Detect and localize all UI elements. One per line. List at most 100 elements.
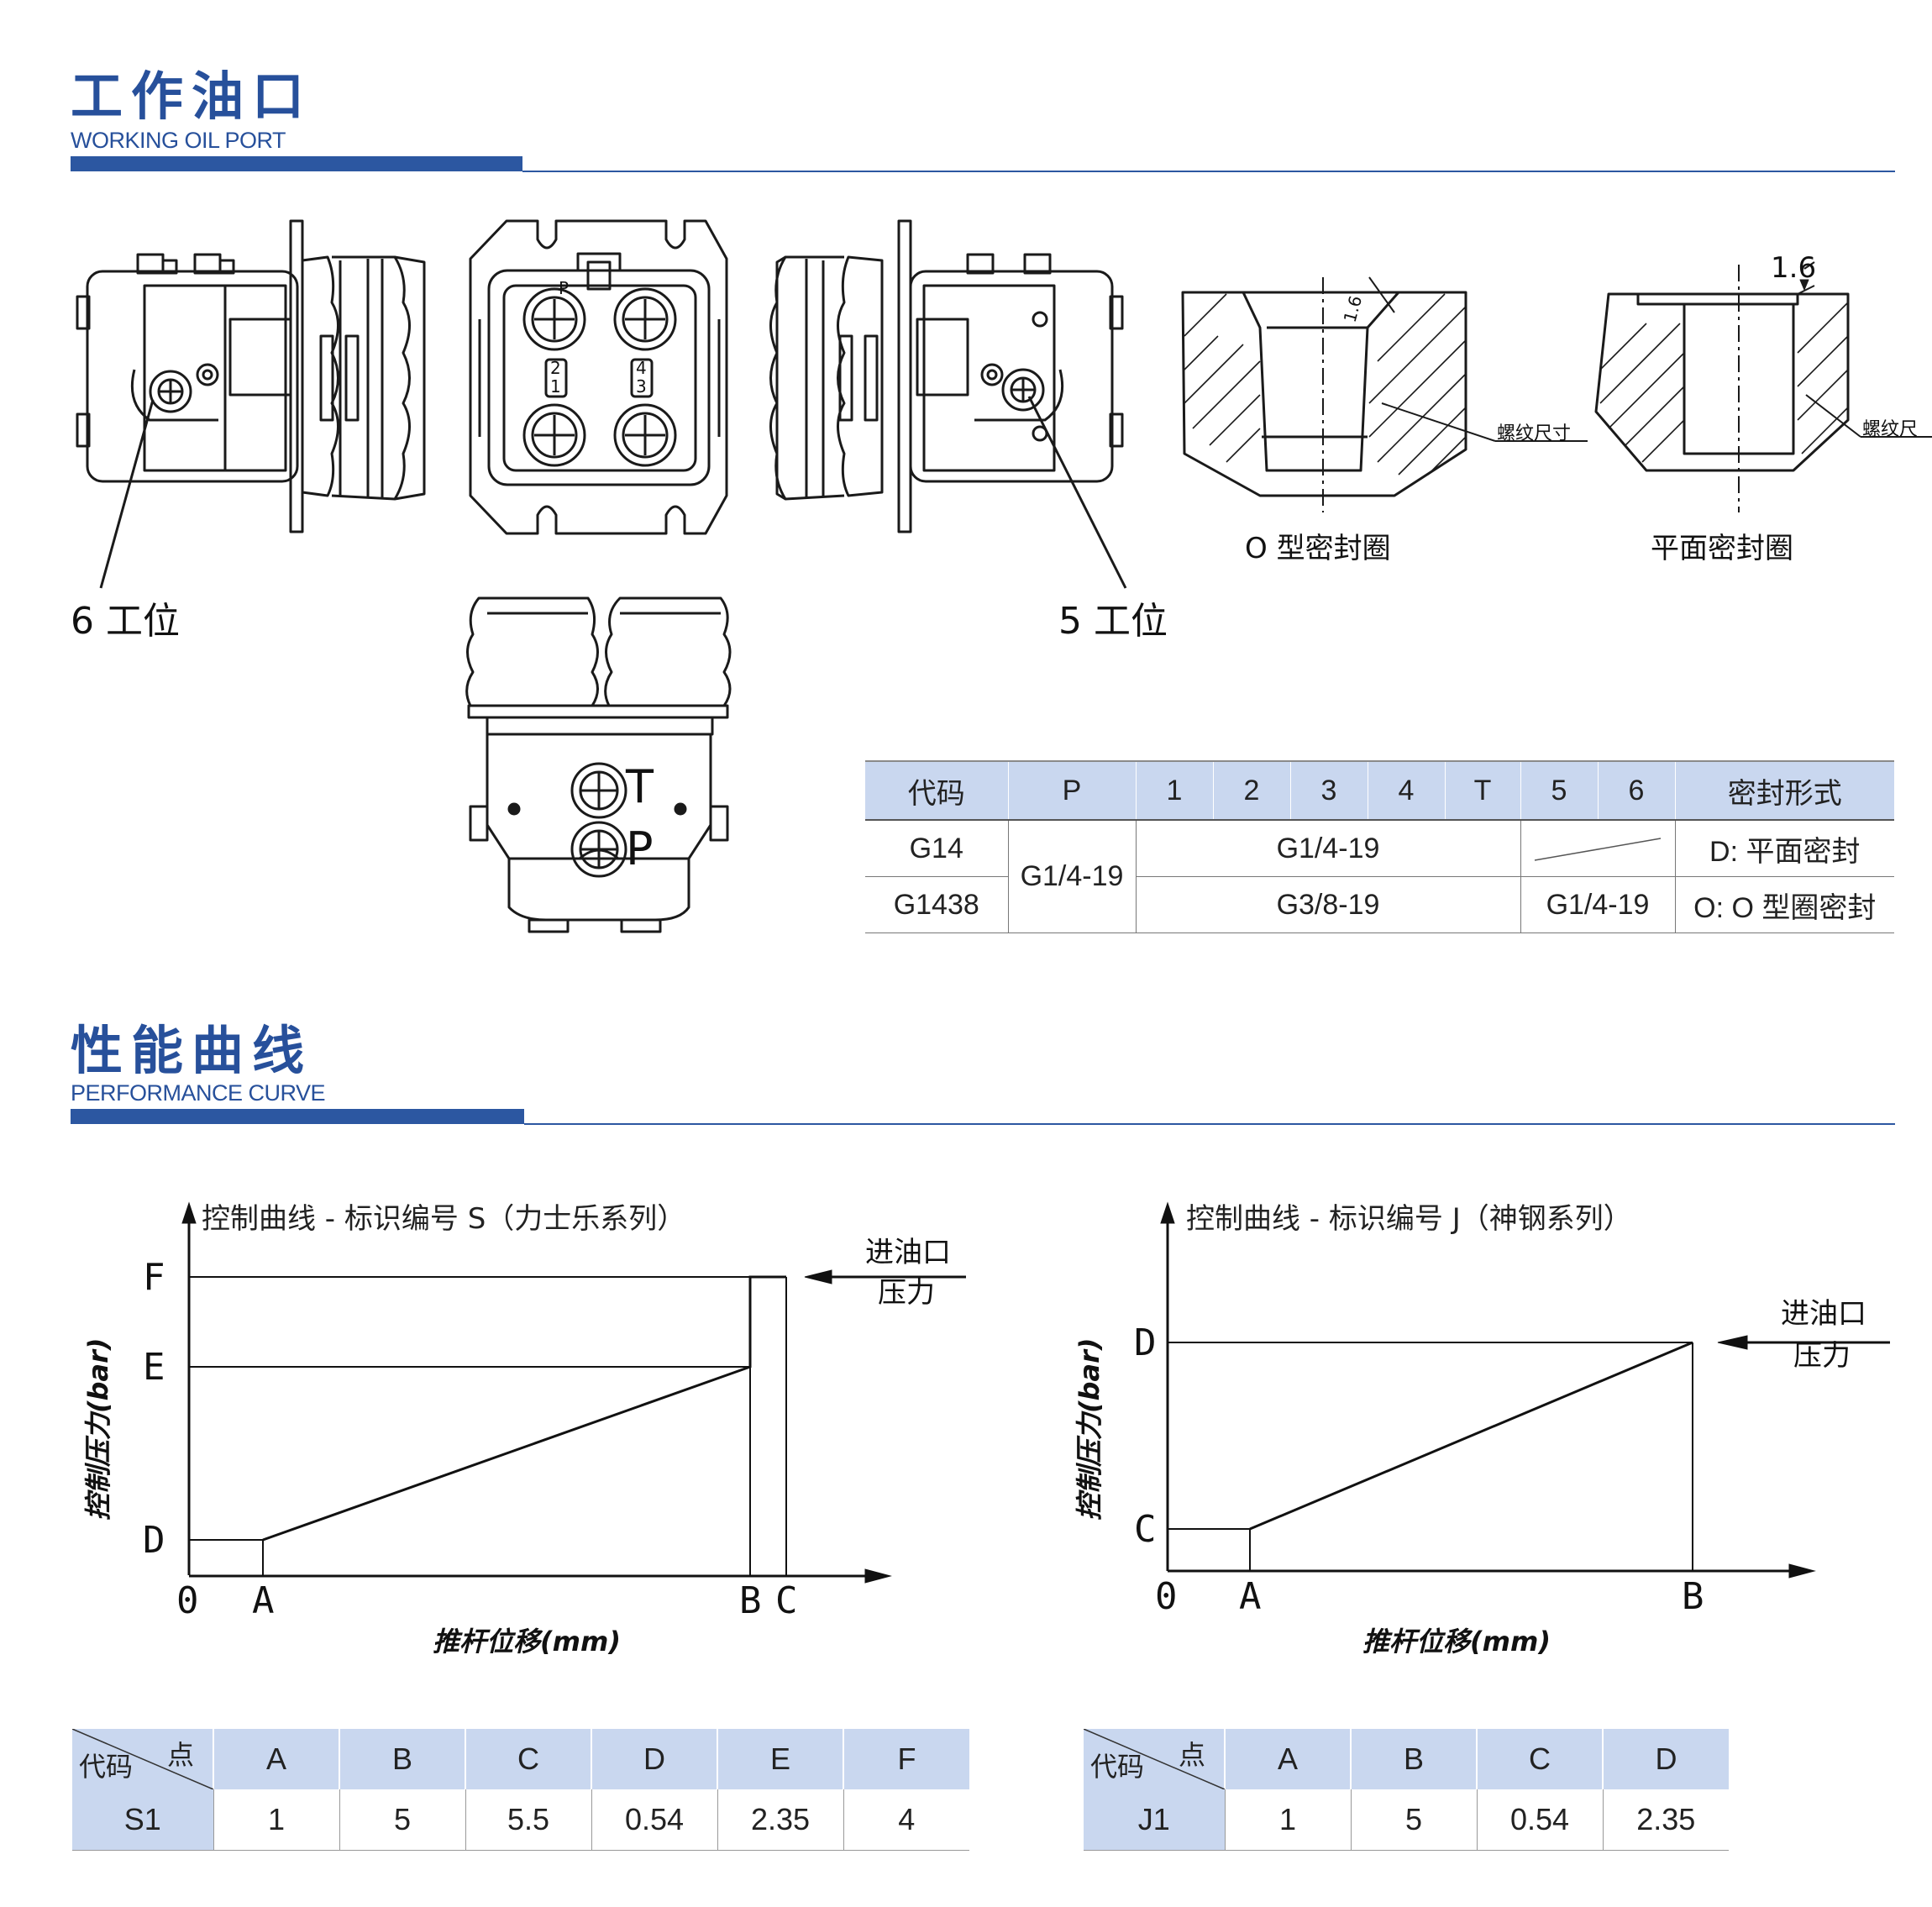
points-s-value-b: 5 [339,1789,465,1851]
chart-j: D C 0 A B 推杆位移(mm) 控制压力(bar) 进油口 压力 [1074,1201,1890,1657]
section-rule [522,171,1895,172]
points-s-header-d: D [591,1729,717,1789]
points-table-s: 点 代码 A B C D E F S1 1 5 5.5 0.54 2.35 4 [72,1729,969,1851]
section-rule [524,1123,1895,1125]
port-P-front [570,821,627,878]
side-view-right [769,219,1127,589]
chart-s-xtick-0: 0 [176,1579,199,1622]
chart-j-curve [1249,1341,1693,1531]
port-label-p-top: P [559,278,569,298]
points-table-s-header: 点 代码 A B C D E F [72,1729,969,1789]
points-s-value-f: 4 [843,1789,969,1851]
header-5: 5 [1520,760,1598,821]
chart-s-ytick-e: E [143,1346,165,1389]
points-s-code: S1 [72,1789,213,1851]
chart-j-ytick-d: D [1134,1321,1157,1364]
row-56-g1438: G1/4-19 [1520,876,1675,933]
points-j-header-d: D [1602,1729,1729,1789]
oring-caption: O 型密封圈 [1245,532,1391,565]
points-s-header-f: F [843,1729,969,1789]
chart-j-xtick-b: B [1682,1575,1704,1618]
chart-s-ylabel: 控制压力(bar) [82,1337,114,1521]
port-label-4: 4 [636,358,647,378]
section-bar [71,156,522,171]
points-table-j: 点 代码 A B C D J1 1 5 0.54 2.35 [1084,1729,1729,1851]
chart-s-curve [262,1275,786,1542]
thread-size-label-b: 螺纹尺 [1862,419,1918,440]
points-j-header-b: B [1350,1729,1477,1789]
points-s-header-c: C [465,1729,591,1789]
row-code-g14: G14 [865,820,1008,877]
front-label-T: T [625,760,654,813]
points-j-value-a: 1 [1224,1789,1351,1851]
chart-s-annotation-1: 进油口 [865,1236,951,1269]
header-1: 1 [1135,760,1213,821]
table-row: G1438 G3/8-19 G1/4-19 O: O 型圈密封 [865,876,1894,933]
header-seal: 密封形式 [1674,760,1894,821]
chart-s-y-arrow [181,1201,197,1224]
points-table-j-corner: 点 代码 [1084,1729,1225,1789]
port-table-header: 代码 P 1 2 3 4 T 5 6 密封形式 [865,760,1894,821]
oring-section [1181,276,1588,512]
row-code-g1438: G1438 [865,876,1008,933]
row-p-thread: G1/4-19 [1007,820,1136,933]
chart-j-ylabel: 控制压力(bar) [1074,1337,1105,1521]
thread-size-label-a: 螺纹尺寸 [1497,423,1571,444]
chart-j-annotation-2: 压力 [1793,1339,1851,1373]
header-3: 3 [1289,760,1368,821]
port-label-2: 2 [550,358,561,378]
section-title-performance-curve: 性能曲线 [71,1020,313,1081]
header-p: P [1007,760,1136,821]
chart-s-x-arrow [864,1568,892,1584]
station-5-label: 5 工位 [1058,600,1168,643]
chart-s-ytick-f: F [143,1256,165,1299]
port-T-front [570,762,627,819]
chart-s: F E D 0 A B C 推杆位移(mm) 控制压力(bar) 进油口 压力 [82,1201,966,1657]
valve-technical-drawings: P 2 1 4 3 1.6 1.6 螺纹尺寸 螺纹尺 T P [76,219,1932,933]
row-seal-g1438: O: O 型圈密封 [1674,876,1894,933]
dim-label-flat: 1.6 [1771,251,1816,285]
row-ports-g14: G1/4-19 [1135,820,1520,877]
port-label-1: 1 [550,376,561,397]
chart-j-title: 控制曲线 - 标识编号 J（神钢系列） [1186,1202,1632,1236]
port-1-2-top [522,287,586,351]
header-6: 6 [1597,760,1675,821]
points-s-value-c: 5.5 [465,1789,591,1851]
port-right-bottom [613,403,677,467]
points-j-value-c: 0.54 [1476,1789,1603,1851]
port-thread-table: 代码 P 1 2 3 4 T 5 6 密封形式 G14 G1/4-19 G1/4… [865,760,1894,933]
corner-label-code: 代码 [1090,1751,1145,1783]
section-subtitle-working-oil-port: WORKING OIL PORT [71,128,286,153]
points-s-value-a: 1 [213,1789,339,1851]
corner-label-code: 代码 [79,1751,134,1783]
points-j-header-a: A [1224,1729,1351,1789]
side-view-left [76,219,426,589]
flat-seal-caption: 平面密封圈 [1651,532,1793,565]
port-3-4-top [613,287,677,351]
chart-s-annotation-2: 压力 [878,1276,935,1310]
front-view [465,596,732,933]
points-j-value-b: 5 [1350,1789,1477,1851]
points-j-header-c: C [1476,1729,1603,1789]
chart-j-xtick-a: A [1239,1575,1262,1618]
table-row: J1 1 5 0.54 2.35 [1084,1789,1729,1851]
section-subtitle-performance-curve: PERFORMANCE CURVE [71,1080,326,1106]
chart-s-xtick-a: A [252,1579,275,1622]
top-view [469,219,728,535]
points-s-value-d: 0.54 [591,1789,717,1851]
chart-s-title: 控制曲线 - 标识编号 S（力士乐系列） [202,1202,686,1236]
station-6-label: 6 工位 [71,600,180,643]
points-s-header-a: A [213,1729,339,1789]
not-applicable-slash [1534,838,1662,861]
points-table-j-header: 点 代码 A B C D [1084,1729,1729,1789]
chart-j-xtick-0: 0 [1155,1575,1178,1618]
chart-s-xtick-b: B [739,1579,762,1622]
chart-s-pressure-arrow-head [804,1269,832,1284]
chart-j-xlabel: 推杆位移(mm) [1362,1626,1551,1657]
points-table-s-corner: 点 代码 [72,1729,213,1789]
table-row: G14 G1/4-19 G1/4-19 D: 平面密封 [865,820,1894,933]
header-2: 2 [1212,760,1290,821]
chart-j-ytick-c: C [1134,1508,1157,1551]
chart-s-xlabel: 推杆位移(mm) [433,1626,621,1657]
points-s-value-e: 2.35 [717,1789,843,1851]
